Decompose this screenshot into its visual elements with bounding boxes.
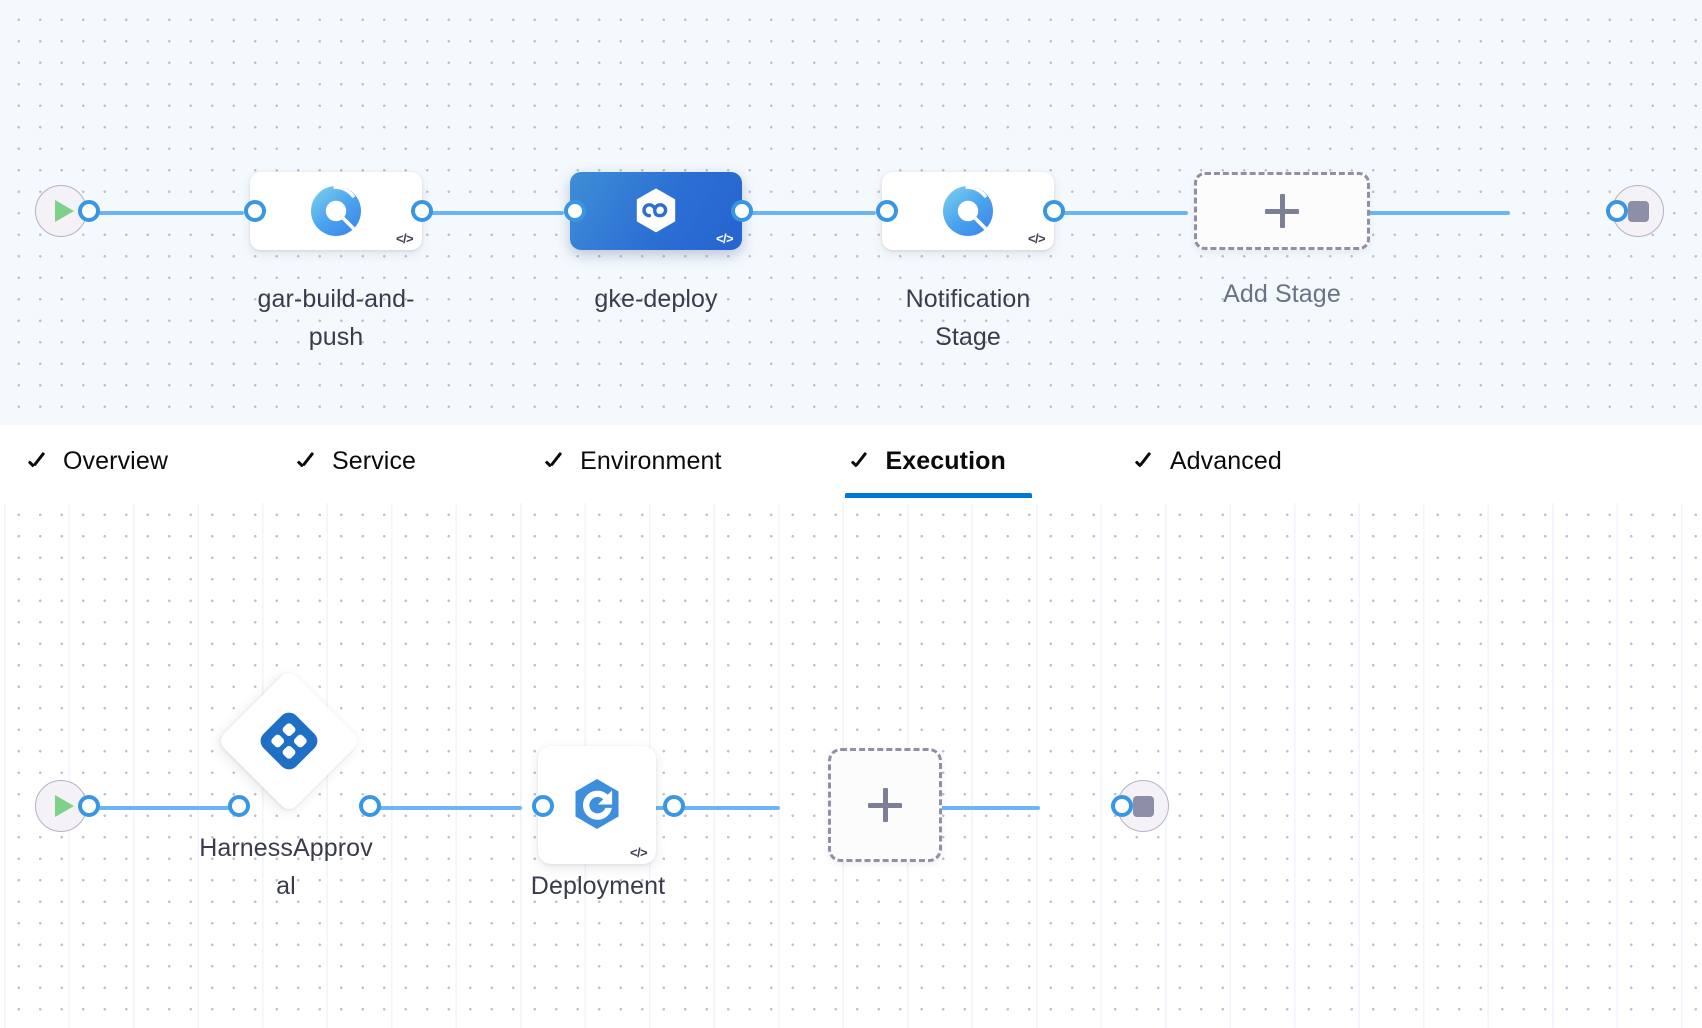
add-step-button[interactable] (828, 748, 942, 862)
artifact-registry-icon (942, 185, 993, 236)
edge-stage3-to-addstage (1028, 211, 1188, 215)
add-stage-button[interactable] (1194, 172, 1370, 250)
pipeline-end-node[interactable] (1612, 185, 1664, 237)
tab-label: Advanced (1169, 447, 1282, 475)
connector-stage2-in[interactable] (564, 200, 586, 222)
tab-execution[interactable]: Execution (844, 425, 1032, 498)
connector-end-in[interactable] (1606, 200, 1628, 222)
connector-exec-start-out[interactable] (78, 795, 100, 817)
execution-graph-canvas[interactable]: HarnessApprov al </> Rollout Deployment … (0, 503, 1702, 1028)
connector-start-out[interactable] (78, 200, 100, 222)
stage-label-gke-deploy: gke-deploy (594, 285, 718, 313)
connector-exec-end-in[interactable] (1111, 795, 1133, 817)
tab-label: Overview (63, 447, 168, 475)
tab-service[interactable]: Service (291, 425, 442, 497)
kubernetes-rollout-icon (575, 779, 619, 829)
stop-icon (1627, 200, 1649, 222)
stage-graph-canvas[interactable]: </> gar-build-and- push </> gke-deploy (0, 0, 1702, 425)
tab-label: Service (332, 447, 417, 475)
edge-step2-to-addstep (630, 806, 780, 810)
edge-stage1-to-stage2 (404, 211, 564, 215)
code-badge: </> (716, 231, 734, 246)
code-badge: </> (630, 845, 648, 860)
stage-node-gar-build-and-push[interactable]: </> (250, 172, 422, 250)
tab-overview[interactable]: Overview (22, 425, 194, 497)
step-node-harness-approval[interactable] (216, 668, 362, 814)
tab-label: Environment (580, 447, 722, 475)
check-icon (28, 450, 50, 472)
check-icon (851, 450, 873, 472)
check-icon (1135, 450, 1157, 472)
tab-list: Overview Service Environment Execution (22, 425, 1308, 503)
step-label-harness-approval: HarnessApprov al (199, 834, 373, 900)
edge-stage2-to-stage3 (716, 211, 876, 215)
connector-stage3-in[interactable] (876, 200, 898, 222)
connector-stage1-out[interactable] (411, 200, 433, 222)
connector-stage3-out[interactable] (1043, 200, 1065, 222)
code-badge: </> (1028, 231, 1046, 246)
connector-stage1-in[interactable] (244, 200, 266, 222)
tab-advanced[interactable]: Advanced (1129, 425, 1308, 497)
artifact-registry-icon (310, 185, 361, 236)
edge-start-to-stage1 (84, 211, 244, 215)
plus-icon (868, 788, 902, 822)
execution-end-node[interactable] (1117, 780, 1169, 832)
edge-addstep-to-end (890, 806, 1040, 810)
connector-step1-out[interactable] (359, 795, 381, 817)
stage-label-notification-stage: Notification Stage (905, 285, 1031, 351)
tab-active-indicator (844, 493, 1032, 498)
stage-config-tabbar: Overview Service Environment Execution (0, 425, 1702, 504)
stage-label-gar-build-and-push: gar-build-and- push (257, 285, 415, 351)
edge-addstage-to-end (1344, 211, 1510, 215)
tab-label: Execution (885, 447, 1006, 475)
tab-environment[interactable]: Environment (539, 425, 747, 497)
add-stage-label: Add Stage (1223, 280, 1341, 308)
plus-icon (1265, 194, 1299, 228)
step-icon-wrap (238, 690, 340, 792)
connector-step2-in[interactable] (532, 795, 554, 817)
code-badge: </> (396, 231, 414, 246)
harness-approval-icon (260, 712, 318, 770)
step-node-rollout-deployment[interactable]: </> (538, 746, 656, 864)
edge-start-to-step1 (84, 806, 234, 810)
harness-deploy-icon (636, 188, 676, 233)
edge-step1-to-step2 (372, 806, 522, 810)
play-icon (54, 795, 74, 817)
check-icon (545, 450, 567, 472)
stage-node-gke-deploy[interactable]: </> (570, 172, 742, 250)
stop-icon (1132, 795, 1154, 817)
connector-step2-out[interactable] (663, 795, 685, 817)
play-icon (54, 200, 74, 222)
stage-node-notification-stage[interactable]: </> (882, 172, 1054, 250)
connector-step1-in[interactable] (228, 795, 250, 817)
connector-stage2-out[interactable] (731, 200, 753, 222)
check-icon (297, 450, 319, 472)
